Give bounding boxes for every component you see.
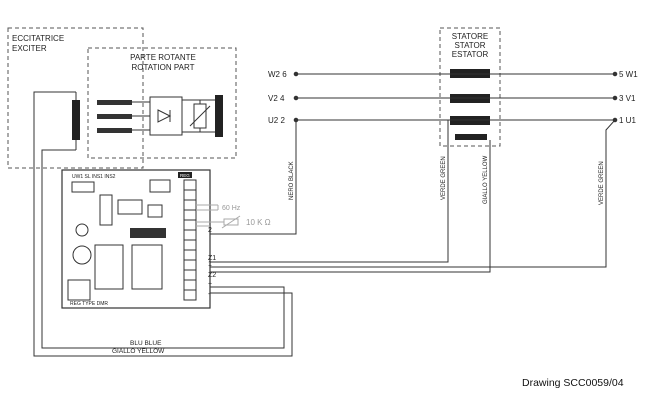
rotating-part-box [87, 47, 237, 159]
pin-label-2: 2 [208, 227, 212, 234]
wire-label-verde-green-2: VERDE GREEN [599, 161, 605, 205]
stator-windings [450, 69, 490, 140]
regulator-top-labels: UW1 SL INS1 INS2 [72, 174, 116, 180]
connection-wires [33, 91, 616, 357]
rotating-part-label-2: ROTATION PART [132, 63, 195, 72]
frequency-jumper [196, 204, 219, 211]
potentiometer [196, 215, 241, 229]
stator-label-1: STATORE [452, 32, 488, 41]
regulator-connector-label: REG [180, 173, 190, 178]
pin-label-plus: + [208, 281, 212, 288]
terminal-u1: 1 U1 [619, 116, 636, 125]
phase-lines [293, 71, 618, 123]
exciter-box [7, 27, 144, 169]
wire-label-giallo-yellow-v: GIALLO YELLOW [483, 155, 489, 204]
frequency-label: 60 Hz [222, 205, 241, 212]
pin-label-z1: Z1 [208, 255, 216, 262]
voltage-regulator-board: UW1 SL INS1 INS2 REG REG TYPE DMR [61, 169, 211, 309]
terminal-w2: W2 6 [268, 70, 287, 79]
potentiometer-label: 10 K Ω [246, 218, 271, 227]
pin-label-1: 1 [208, 261, 212, 268]
wire-label-blu-blue: BLU BLUE [130, 340, 162, 347]
rotating-part-label-1: PARTE ROTANTE [130, 53, 196, 62]
exciter-label-2: EXCITER [12, 44, 47, 53]
rectifier-bridge [149, 96, 216, 136]
terminal-v2: V2 4 [268, 94, 285, 103]
terminal-u2: U2 2 [268, 116, 285, 125]
stator-label-2: STATOR [454, 41, 485, 50]
drawing-id: Drawing SCC0059/04 [522, 377, 624, 389]
pin-label-z2: Z2 [208, 272, 216, 279]
terminal-v1: 3 V1 [619, 94, 636, 103]
wire-label-verde-green-1: VERDE GREEN [441, 156, 447, 200]
main-rotor-winding [215, 95, 223, 137]
exciter-label-1: ECCITATRICE [12, 34, 64, 43]
wire-label-giallo-yellow-h: GIALLO YELLOW [112, 348, 165, 355]
rotor-windings [97, 100, 150, 133]
regulator-bottom-label: REG TYPE DMR [70, 301, 108, 307]
regulator-terminal-strip [183, 179, 197, 301]
pin-label-minus: - [208, 291, 211, 298]
stator-box [439, 27, 501, 147]
stator-label-3: ESTATOR [452, 50, 489, 59]
terminal-w1: 5 W1 [619, 70, 638, 79]
exciter-winding [36, 91, 80, 150]
wire-label-nero-black: NERO BLACK [289, 161, 295, 200]
